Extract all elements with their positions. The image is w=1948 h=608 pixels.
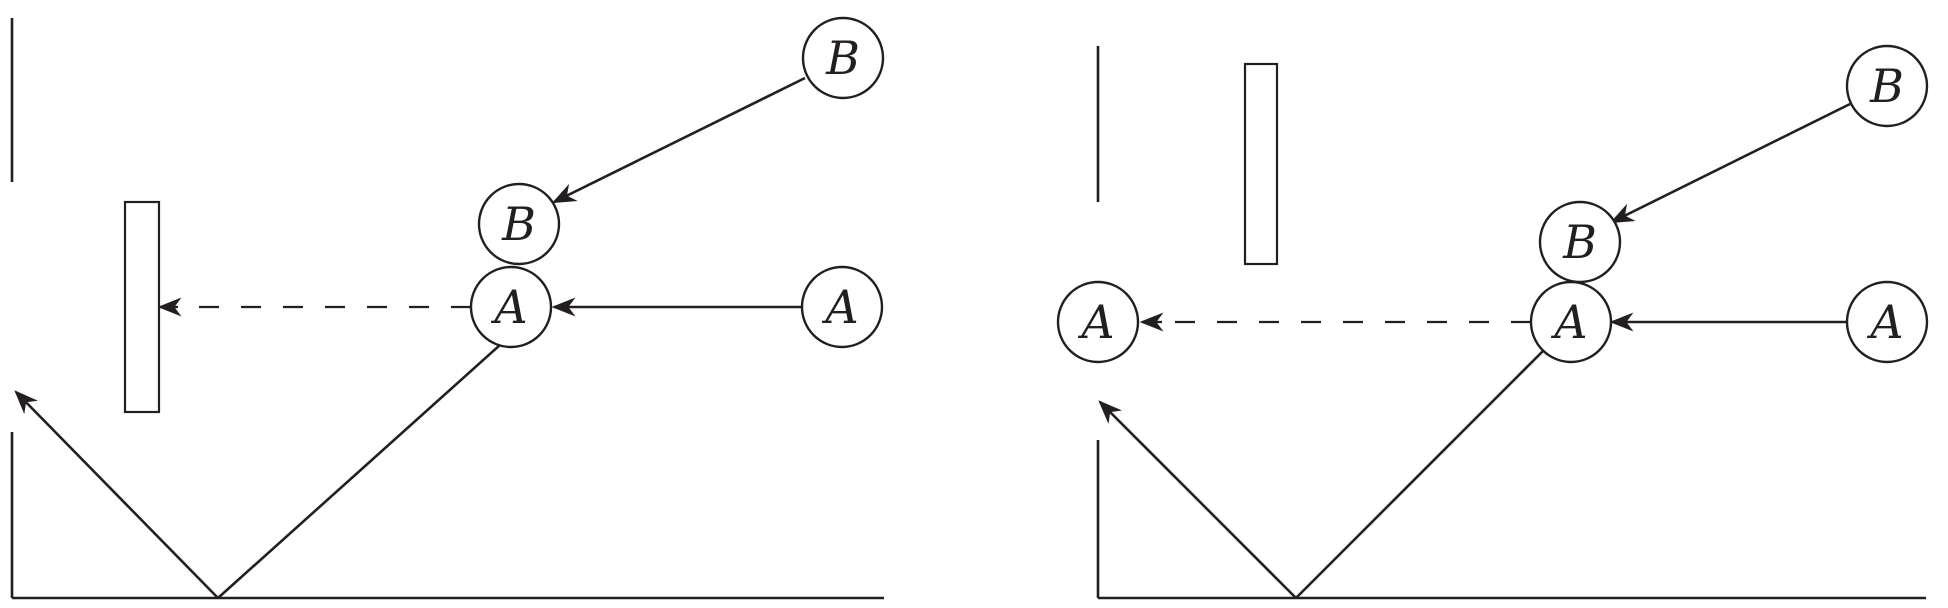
particle-a-initial: A [1845,280,1929,364]
b-motion-arrow [1609,102,1851,224]
particle-a-current: A [1529,280,1613,364]
particle-label: A [1077,295,1114,349]
incoming-path [217,335,511,599]
b-motion-arrow [551,76,806,204]
reflected-path-arrow [14,390,219,599]
incoming-path [1295,349,1545,599]
particle-a-projected: A [1056,280,1140,364]
particle-label: B [825,31,860,85]
particle-b-initial: B [801,16,885,100]
reflected-path-arrow [1098,400,1297,599]
left-panel: B B A A [10,16,885,600]
right-panel: B B A A A [1056,44,1929,600]
particle-b-current: B [477,182,561,266]
particle-a-current: A [469,265,553,349]
particle-label: B [1869,59,1904,113]
particle-label: A [821,280,858,334]
particle-label: A [1866,295,1903,349]
particle-label: A [490,280,527,334]
particle-label: A [1550,295,1587,349]
target-plate [1243,62,1279,266]
particle-b-current: B [1538,200,1622,284]
particle-a-initial: A [800,265,884,349]
target-plate [123,200,161,414]
particle-label: B [1562,215,1597,269]
particle-b-initial: B [1845,44,1929,128]
particle-label: B [501,197,536,251]
